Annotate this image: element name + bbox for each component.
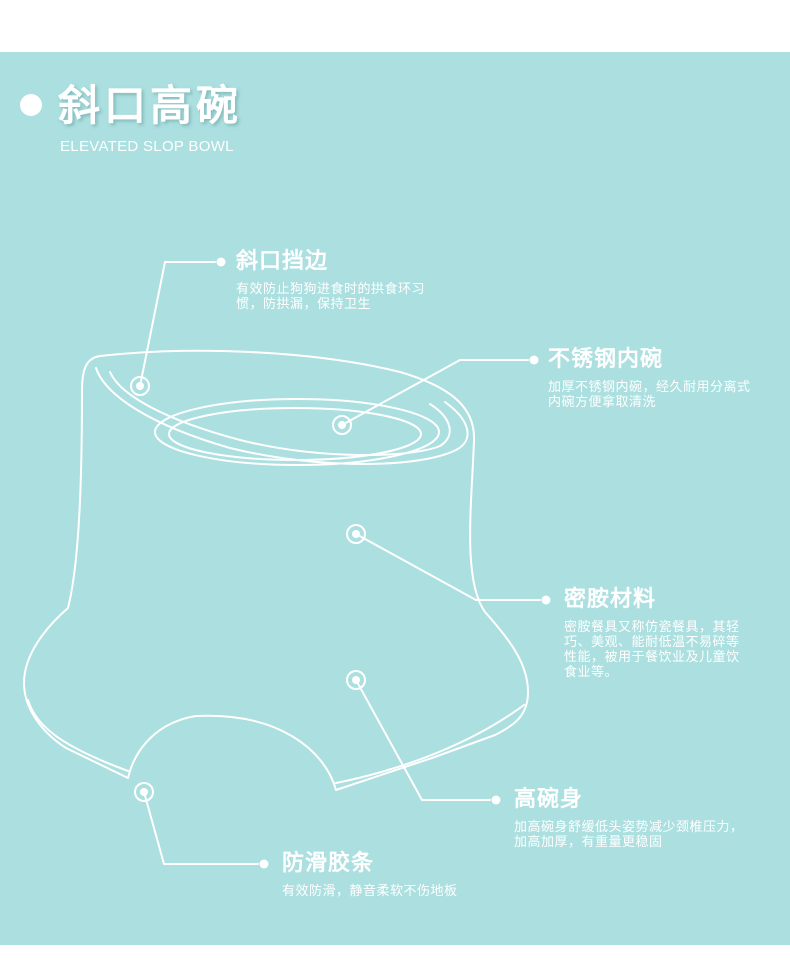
feature-description: 有效防滑，静音柔软不伤地板 — [282, 884, 458, 899]
page-title: 斜口高碗 — [58, 81, 243, 130]
page-subtitle: ELEVATED SLOP BOWL — [60, 138, 234, 155]
feature-title: 密胺材料 — [564, 587, 657, 612]
heading-bullet-icon — [20, 94, 42, 116]
feature-description: 加厚不锈钢内碗，经久耐用分离式内碗方便拿取清洗 — [548, 380, 751, 410]
feature-tall-bowl-body: 高碗身 加高碗身舒缓低头姿势减少颈椎压力，加高加厚，有重量更稳固 — [514, 786, 754, 850]
feature-slanted-rim: 斜口挡边 有效防止狗狗进食时的拱食环习惯，防拱漏，保持卫生 — [236, 248, 441, 312]
feature-description: 加高碗身舒缓低头姿势减少颈椎压力，加高加厚，有重量更稳固 — [514, 820, 744, 850]
feature-description: 有效防止狗狗进食时的拱食环习惯，防拱漏，保持卫生 — [236, 282, 426, 312]
feature-anti-slip-strip: 防滑胶条 有效防滑，静音柔软不伤地板 — [282, 850, 522, 899]
feature-melamine-material: 密胺材料 密胺餐具又称仿瓷餐具，其轻巧、美观、能耐低温不易碎等性能，被用于餐饮业… — [564, 586, 752, 680]
callout-connectors — [130, 257, 551, 869]
background-panel — [0, 52, 790, 945]
bowl-outline — [23, 349, 529, 791]
feature-title: 防滑胶条 — [282, 851, 375, 876]
feature-title: 不锈钢内碗 — [548, 347, 664, 372]
feature-steel-inner-bowl: 不锈钢内碗 加厚不锈钢内碗，经久耐用分离式内碗方便拿取清洗 — [548, 346, 753, 410]
feature-description: 密胺餐具又称仿瓷餐具，其轻巧、美观、能耐低温不易碎等性能，被用于餐饮业及儿童饮食… — [564, 620, 740, 680]
feature-title: 高碗身 — [514, 787, 584, 812]
feature-title: 斜口挡边 — [236, 249, 329, 274]
